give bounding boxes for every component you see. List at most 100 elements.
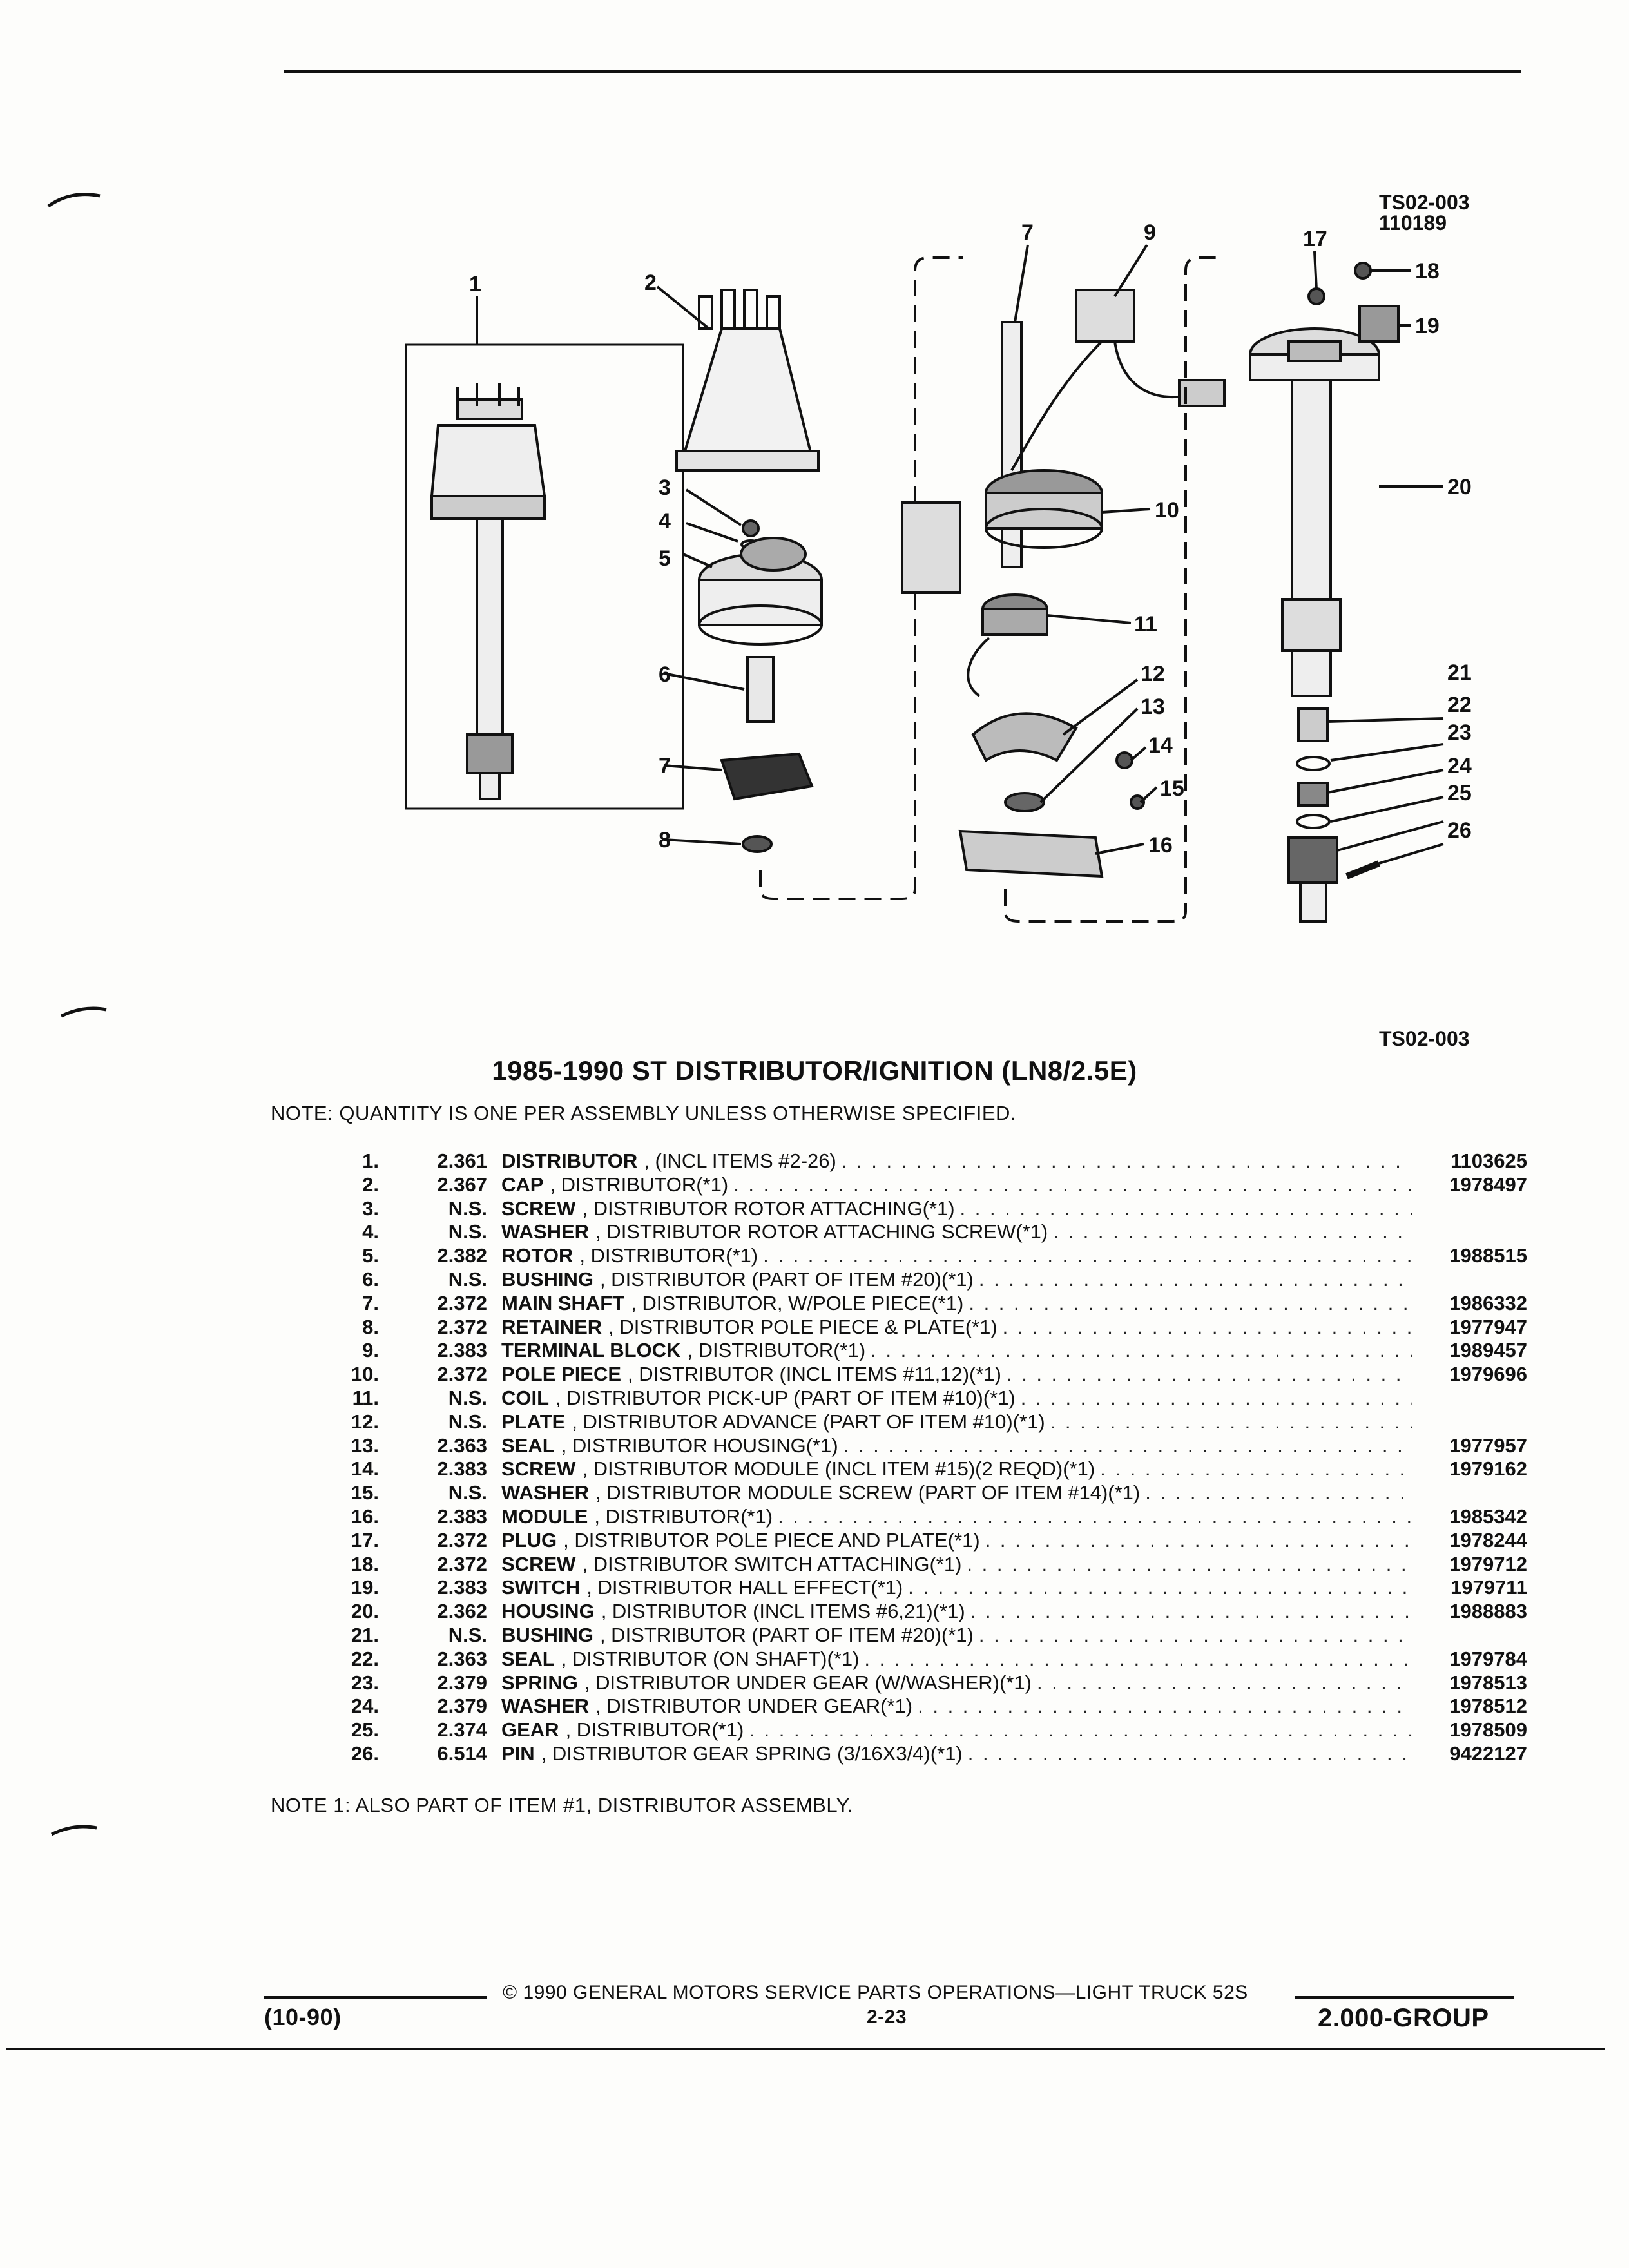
callout-label: 13 xyxy=(1141,695,1165,719)
part-name: DISTRIBUTOR xyxy=(501,1149,638,1172)
part-description: SWITCH, DISTRIBUTOR HALL EFFECT(*1) xyxy=(501,1576,1412,1599)
group-number: 2.363 xyxy=(437,1434,487,1457)
part-number: 9422127 xyxy=(1449,1742,1527,1765)
callout-label: 1 xyxy=(469,272,481,296)
part-description: WASHER, DISTRIBUTOR MODULE SCREW (PART O… xyxy=(501,1481,1412,1504)
drawing-reference-bottom: TS02-003 xyxy=(1379,1027,1470,1050)
part-description: CAP, DISTRIBUTOR(*1) xyxy=(501,1173,1412,1196)
callout-label: 6 xyxy=(659,662,671,687)
part-description: TERMINAL BLOCK, DISTRIBUTOR(*1) xyxy=(501,1339,1412,1362)
leader-dots xyxy=(1007,1363,1412,1386)
leader-dots xyxy=(763,1244,1412,1267)
leader-dots xyxy=(1145,1481,1412,1504)
part-detail: , DISTRIBUTOR HOUSING(*1) xyxy=(561,1434,838,1457)
part-name: SEAL xyxy=(501,1434,555,1457)
group-number: N.S. xyxy=(448,1196,487,1220)
part-detail: , DISTRIBUTOR ROTOR ATTACHING(*1) xyxy=(582,1196,955,1220)
group-label: 2.000-GROUP xyxy=(1318,2004,1489,2032)
part-detail: , DISTRIBUTOR(*1) xyxy=(565,1718,744,1742)
part-name: BUSHING xyxy=(501,1267,593,1291)
part-row: 15.N.S.WASHER, DISTRIBUTOR MODULE SCREW … xyxy=(322,1481,1527,1505)
page-number: 2-23 xyxy=(867,2006,907,2028)
part-description: DISTRIBUTOR, (INCL ITEMS #2-26) xyxy=(501,1149,1412,1173)
pole-piece-drawing xyxy=(901,469,1103,594)
part-detail: , DISTRIBUTOR ADVANCE (PART OF ITEM #10)… xyxy=(572,1410,1045,1433)
part-detail: , DISTRIBUTOR (ON SHAFT)(*1) xyxy=(561,1647,860,1670)
group-number: N.S. xyxy=(448,1410,487,1433)
part-description: PLUG, DISTRIBUTOR POLE PIECE AND PLATE(*… xyxy=(501,1529,1412,1552)
callout-label: 22 xyxy=(1447,693,1472,717)
part-number: 1978497 xyxy=(1449,1173,1527,1196)
part-detail: , DISTRIBUTOR SWITCH ATTACHING(*1) xyxy=(582,1552,962,1575)
margin-mark xyxy=(50,1825,97,1836)
cap-drawing xyxy=(675,289,820,472)
leader-dots xyxy=(970,1600,1412,1623)
footer-rule-left xyxy=(264,1996,487,1999)
part-number: 1979784 xyxy=(1449,1647,1527,1670)
part-number: 1979696 xyxy=(1449,1363,1527,1386)
part-name: WASHER xyxy=(501,1695,590,1718)
leader-dots xyxy=(843,1434,1412,1457)
rotor-drawing xyxy=(698,537,823,646)
part-detail: , DISTRIBUTOR (PART OF ITEM #20)(*1) xyxy=(599,1267,974,1291)
part-detail: , DISTRIBUTOR (INCL ITEMS #11,12)(*1) xyxy=(628,1363,1001,1386)
leader-dots xyxy=(979,1268,1412,1291)
part-description: SEAL , DISTRIBUTOR HOUSING(*1) xyxy=(501,1434,1412,1457)
housing-drawing xyxy=(1249,327,1380,697)
leader-dots xyxy=(918,1695,1412,1718)
part-row: 6.N.S.BUSHING, DISTRIBUTOR (PART OF ITEM… xyxy=(322,1268,1527,1292)
part-description: MODULE, DISTRIBUTOR(*1) xyxy=(501,1505,1412,1528)
part-number: 1978509 xyxy=(1449,1718,1527,1742)
margin-mark xyxy=(47,193,101,208)
part-detail: , DISTRIBUTOR UNDER GEAR(*1) xyxy=(595,1695,913,1718)
group-number: 2.382 xyxy=(437,1244,487,1267)
group-number: 2.372 xyxy=(437,1552,487,1575)
bottom-rule xyxy=(6,2048,1605,2050)
item-number: 17. xyxy=(351,1528,379,1552)
item-number: 8. xyxy=(362,1315,379,1338)
callout-label: 12 xyxy=(1141,662,1165,686)
part-row: 21.N.S.BUSHING, DISTRIBUTOR (PART OF ITE… xyxy=(322,1624,1527,1648)
part-description: ROTOR, DISTRIBUTOR(*1) xyxy=(501,1244,1412,1267)
part-number: 1979712 xyxy=(1449,1552,1527,1575)
part-number: 1103625 xyxy=(1451,1149,1527,1172)
group-number: 2.379 xyxy=(437,1671,487,1694)
item-number: 26. xyxy=(351,1742,379,1765)
item-number: 12. xyxy=(351,1410,379,1433)
group-number: 2.372 xyxy=(437,1315,487,1338)
leader-dots xyxy=(1100,1457,1412,1481)
exploded-diagram: 1 2 3 4 5 6 7 8 7 9 10 11 12 13 14 15 16… xyxy=(361,193,1547,966)
assembled-distributor-drawing xyxy=(430,383,546,800)
part-detail: , DISTRIBUTOR (INCL ITEMS #6,21)(*1) xyxy=(601,1600,965,1623)
leader-dots xyxy=(778,1505,1412,1528)
part-row: 4.N.S.WASHER, DISTRIBUTOR ROTOR ATTACHIN… xyxy=(322,1220,1527,1244)
part-number: 1979162 xyxy=(1449,1457,1527,1481)
group-number: 2.372 xyxy=(437,1291,487,1314)
item-number: 20. xyxy=(351,1600,379,1623)
part-detail: , DISTRIBUTOR(*1) xyxy=(550,1173,729,1196)
callout-label: 5 xyxy=(659,546,671,571)
callout-label: 2 xyxy=(644,271,657,295)
callout-label: 18 xyxy=(1415,259,1440,284)
part-number: 1978244 xyxy=(1449,1528,1527,1552)
item-number: 1. xyxy=(362,1149,379,1172)
callout-label: 16 xyxy=(1148,833,1173,858)
part-detail: , DISTRIBUTOR (PART OF ITEM #20)(*1) xyxy=(599,1623,974,1646)
item-number: 7. xyxy=(362,1291,379,1314)
part-detail: , DISTRIBUTOR ROTOR ATTACHING SCREW(*1) xyxy=(595,1220,1048,1244)
group-number: 2.361 xyxy=(437,1149,487,1172)
part-number: 1978512 xyxy=(1449,1695,1527,1718)
leader-dots xyxy=(749,1718,1412,1742)
leader-dots xyxy=(968,1742,1412,1765)
copyright-line: © 1990 GENERAL MOTORS SERVICE PARTS OPER… xyxy=(503,1982,1248,2003)
quantity-note: NOTE: QUANTITY IS ONE PER ASSEMBLY UNLES… xyxy=(271,1102,1017,1124)
leader-dots xyxy=(960,1197,1412,1220)
item-number: 3. xyxy=(362,1196,379,1220)
